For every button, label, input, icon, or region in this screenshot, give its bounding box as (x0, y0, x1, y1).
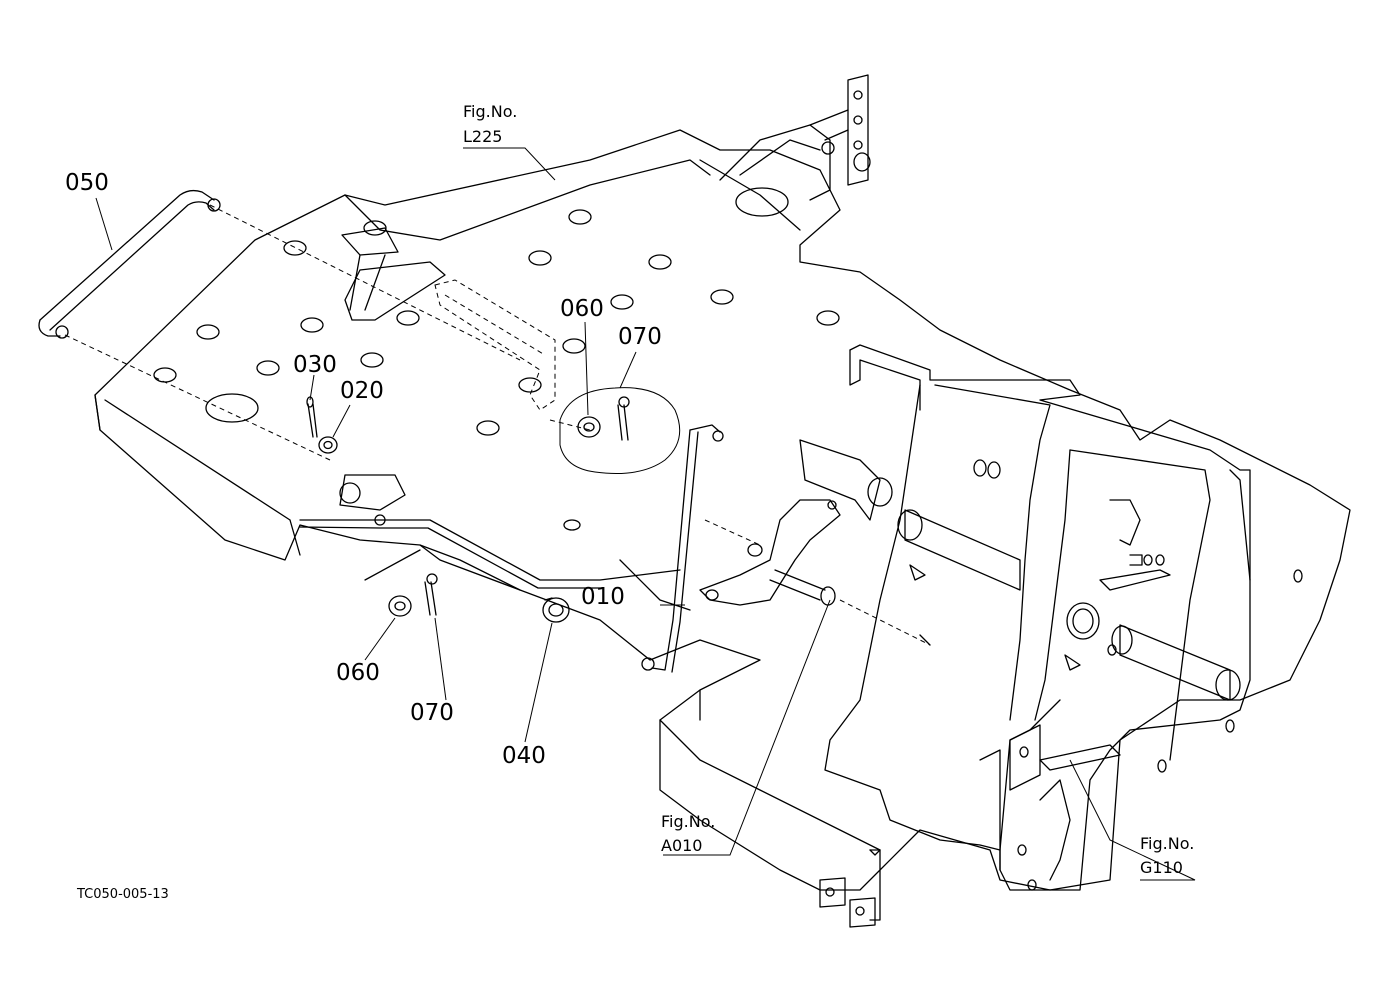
part-010-link-rod (641, 424, 724, 673)
detail-balloon (559, 387, 681, 474)
pedal-slot (341, 227, 446, 321)
lower-rod (299, 474, 681, 589)
callout-040: 040 (502, 743, 546, 769)
callout-030: 030 (293, 352, 337, 378)
hinge-bracket (719, 74, 871, 201)
part-060-washer-lower (388, 595, 412, 617)
plate-holes (153, 187, 840, 531)
ref-l225-number: L225 (463, 127, 502, 146)
part-050-rod (38, 189, 221, 339)
callout-060-upper: 060 (560, 296, 604, 322)
ref-a010-title: Fig.No. (661, 812, 715, 831)
step-plate (94, 129, 1351, 891)
callout-070-lower: 070 (410, 700, 454, 726)
callout-070-upper: 070 (618, 324, 662, 350)
pedal-shaft (699, 439, 931, 646)
leader-lines (95, 147, 1196, 881)
cross-shafts (897, 469, 1251, 701)
ref-g110-number: G110 (1140, 858, 1183, 877)
part-070-cotter-lower (424, 573, 438, 616)
ref-g110-title: Fig.No. (1140, 834, 1194, 853)
callout-060-lower: 060 (336, 660, 380, 686)
frame-bracket (824, 344, 1303, 891)
part-040-bushing (542, 597, 570, 623)
callout-010: 010 (581, 584, 625, 610)
ref-l225-title: Fig.No. (463, 102, 517, 121)
bottom-tabs (819, 849, 881, 928)
ref-a010-number: A010 (661, 836, 702, 855)
part-020-washer (318, 436, 338, 454)
hidden-bracket (64, 204, 591, 461)
callout-020: 020 (340, 378, 384, 404)
callout-050: 050 (65, 170, 109, 196)
diagram-code: TC050-005-13 (76, 887, 169, 902)
